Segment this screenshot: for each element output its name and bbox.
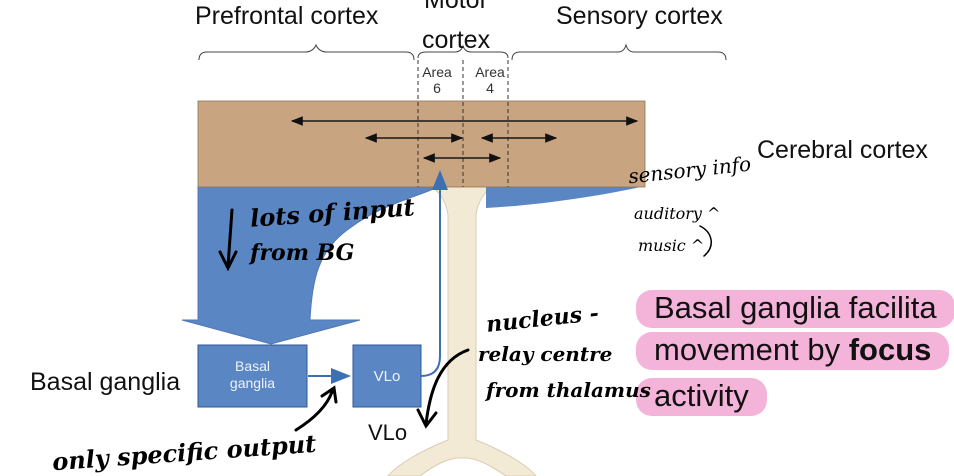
- basal-ganglia-box: [197, 344, 308, 408]
- sensory-cortex-label: Sensory cortex: [556, 2, 723, 30]
- cortical-input-band: [181, 185, 441, 345]
- highlight-line-2-bold: focus: [848, 332, 932, 367]
- prefrontal-cortex-label: Prefrontal cortex: [195, 2, 379, 30]
- handwritten-relay-centre: relay centre: [478, 342, 613, 366]
- highlight-line-1: Basal ganglia facilita: [636, 290, 954, 328]
- area-6-word: Area: [422, 64, 452, 80]
- basal-ganglia-box-line1: Basal: [234, 358, 271, 374]
- vlo-to-cortex-arrow: [420, 170, 448, 377]
- white-matter-stalk: [387, 185, 537, 476]
- highlight-line-3: activity: [636, 378, 767, 416]
- basal-ganglia-box-label: Basal ganglia: [198, 358, 307, 392]
- handwritten-pointer-arrow: [294, 385, 338, 432]
- sensory-blue-sliver: [486, 186, 645, 208]
- vlo-box: [352, 344, 422, 408]
- handwritten-music: music ^: [638, 236, 705, 255]
- handwritten-curved-arrow: [416, 348, 470, 429]
- motor-brace: [417, 44, 509, 59]
- area-4-word: Area: [475, 64, 505, 80]
- handwritten-from-bg: from BG: [250, 240, 355, 266]
- highlight-line-2-text: movement by: [654, 332, 849, 367]
- area-6-label: Area 6: [418, 64, 456, 96]
- basal-ganglia-box-line2: ganglia: [229, 375, 276, 391]
- handwritten-bracket: [699, 225, 712, 257]
- area-4-label: Area 4: [471, 64, 509, 96]
- area-6-number: 6: [433, 80, 441, 96]
- motor-cortex-label-line2: cortex: [422, 26, 491, 54]
- area-4-number: 4: [486, 80, 494, 96]
- vlo-below-label: VLo: [368, 420, 408, 445]
- motor-cortex-label-line1: Motor: [424, 0, 488, 14]
- handwritten-down-arrow: [218, 208, 238, 272]
- vlo-box-label: VLo: [373, 368, 401, 385]
- sensory-brace: [511, 43, 727, 61]
- highlight-line-2: movement by focus: [636, 332, 950, 370]
- cerebral-cortex-label: Cerebral cortex: [757, 136, 928, 164]
- handwritten-from-thalamus: from thalamus: [486, 378, 651, 402]
- cerebral-cortex-slab: [197, 100, 646, 188]
- handwritten-auditory: auditory ^: [634, 204, 721, 223]
- prefrontal-brace: [198, 43, 415, 61]
- basal-ganglia-side-label: Basal ganglia: [30, 368, 181, 396]
